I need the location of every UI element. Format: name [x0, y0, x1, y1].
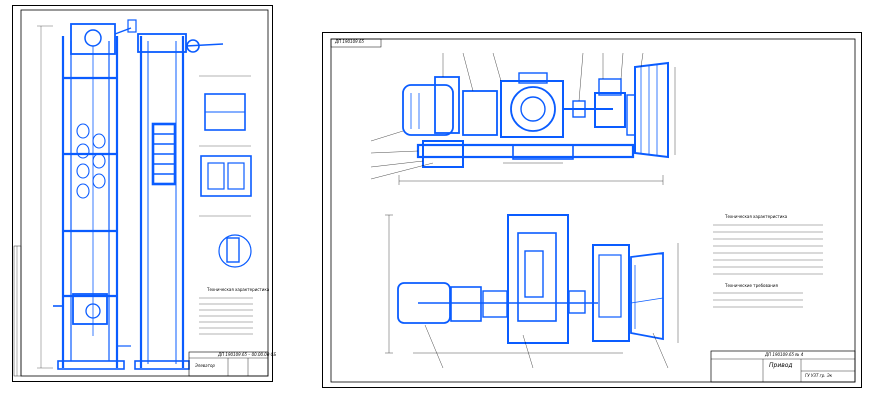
- elevator-drawing: [13, 9, 269, 377]
- drive-plan-view: [397, 214, 664, 344]
- drawing-sheet-drive: ДП 190109.65 Техническая характеристика …: [322, 32, 862, 388]
- title-block-name: Элеватор: [195, 363, 215, 368]
- elevator-front-view: [53, 19, 137, 370]
- title-block-name: Привод: [769, 362, 793, 369]
- title-block-right-frame: [710, 350, 856, 383]
- elevator-side-view: [134, 33, 224, 370]
- tech-notes-lines: [199, 297, 253, 335]
- corner-stamp: ДП 190109.65: [335, 39, 365, 44]
- specs-heading: Техническая характеристика: [725, 214, 788, 219]
- title-block-left-frame: [188, 351, 269, 377]
- title-block-code: ДП 190109.65 – 00.00.00 СБ: [218, 352, 277, 357]
- title-block-code: ДП 190109.65 № 4: [765, 352, 804, 357]
- drive-drawing: [330, 38, 856, 383]
- requirements-lines: [713, 224, 823, 308]
- notes-heading: Техническая характеристика: [207, 287, 270, 292]
- requirements-heading: Технические требования: [725, 283, 778, 288]
- drawing-sheet-elevator: Техническая характеристика ДП 190109.65 …: [12, 5, 277, 382]
- section-views: [200, 93, 252, 268]
- title-block-org: ГУ УЗТ гр. Эк: [805, 373, 833, 378]
- drive-front-view: [402, 61, 669, 168]
